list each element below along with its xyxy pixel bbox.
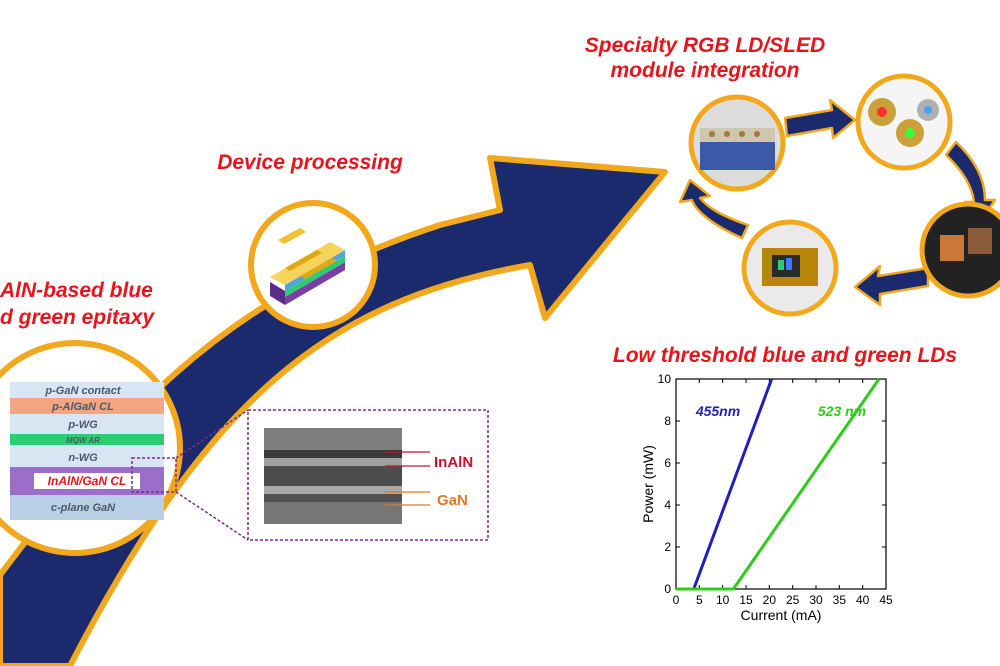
series-line-2 [676,378,881,591]
packaged-module-circle [741,219,839,317]
loop-arrow [678,178,750,240]
x-tick-label: 15 [739,593,753,607]
module-integration-label-line1: Specialty RGB LD/SLED [584,34,826,57]
y-tick-label: 10 [658,372,672,386]
plot-frame [675,378,887,590]
device-chip-circle [248,200,378,330]
epitaxy-layer-circle [0,340,183,556]
epitaxy-label-line1: AlN-based blue [0,279,153,302]
loop-arrow [853,264,930,307]
laser-bar-circle [688,94,786,192]
x-tick-label: 35 [833,593,847,607]
to-can-lasers-circle [855,73,953,171]
loop-arrow [783,98,857,140]
layer-label: MQW AR [66,436,100,445]
chart-title: Low threshold blue and green LDs [612,344,958,367]
device-processing-label: Device processing [217,151,403,174]
y-tick-label: 6 [664,456,671,470]
y-tick-label: 2 [664,540,671,554]
module-integration-label-line2: module integration [610,59,800,82]
layer-label: InAlN/GaN CL [48,474,127,488]
series-label-2: 523 nm [818,403,866,419]
epitaxy-label-line2: d green epitaxy [0,306,155,329]
x-tick-label: 0 [673,593,680,607]
zoom-line [175,409,249,459]
inaln-label: InAlN [434,454,473,471]
series-label-1: 455nm [695,403,740,419]
layer-label: p-AlGaN CL [51,401,114,413]
x-tick-label: 45 [879,593,893,607]
y-tick-label: 0 [664,582,671,596]
layer-label: n-WG [68,452,98,464]
gan-label: GaN [437,492,468,509]
x-tick-label: 5 [696,593,703,607]
y-tick-label: 8 [664,414,671,428]
x-axis-label: Current (mA) [741,607,822,623]
y-axis-label: Power (mW) [640,445,656,523]
chip-mount-circle [919,201,1000,299]
tem-micrograph-panel: InAlN GaN [247,409,489,541]
x-tick-label: 20 [763,593,777,607]
layer-label: p-GaN contact [44,385,122,397]
layer-label: c-plane GaN [51,502,116,514]
x-tick-label: 25 [786,593,800,607]
y-tick-label: 4 [664,498,671,512]
x-tick-label: 30 [809,593,823,607]
layer-label: p-WG [67,419,98,431]
zoom-line [175,491,249,541]
x-tick-label: 40 [856,593,870,607]
x-tick-label: 10 [716,593,730,607]
